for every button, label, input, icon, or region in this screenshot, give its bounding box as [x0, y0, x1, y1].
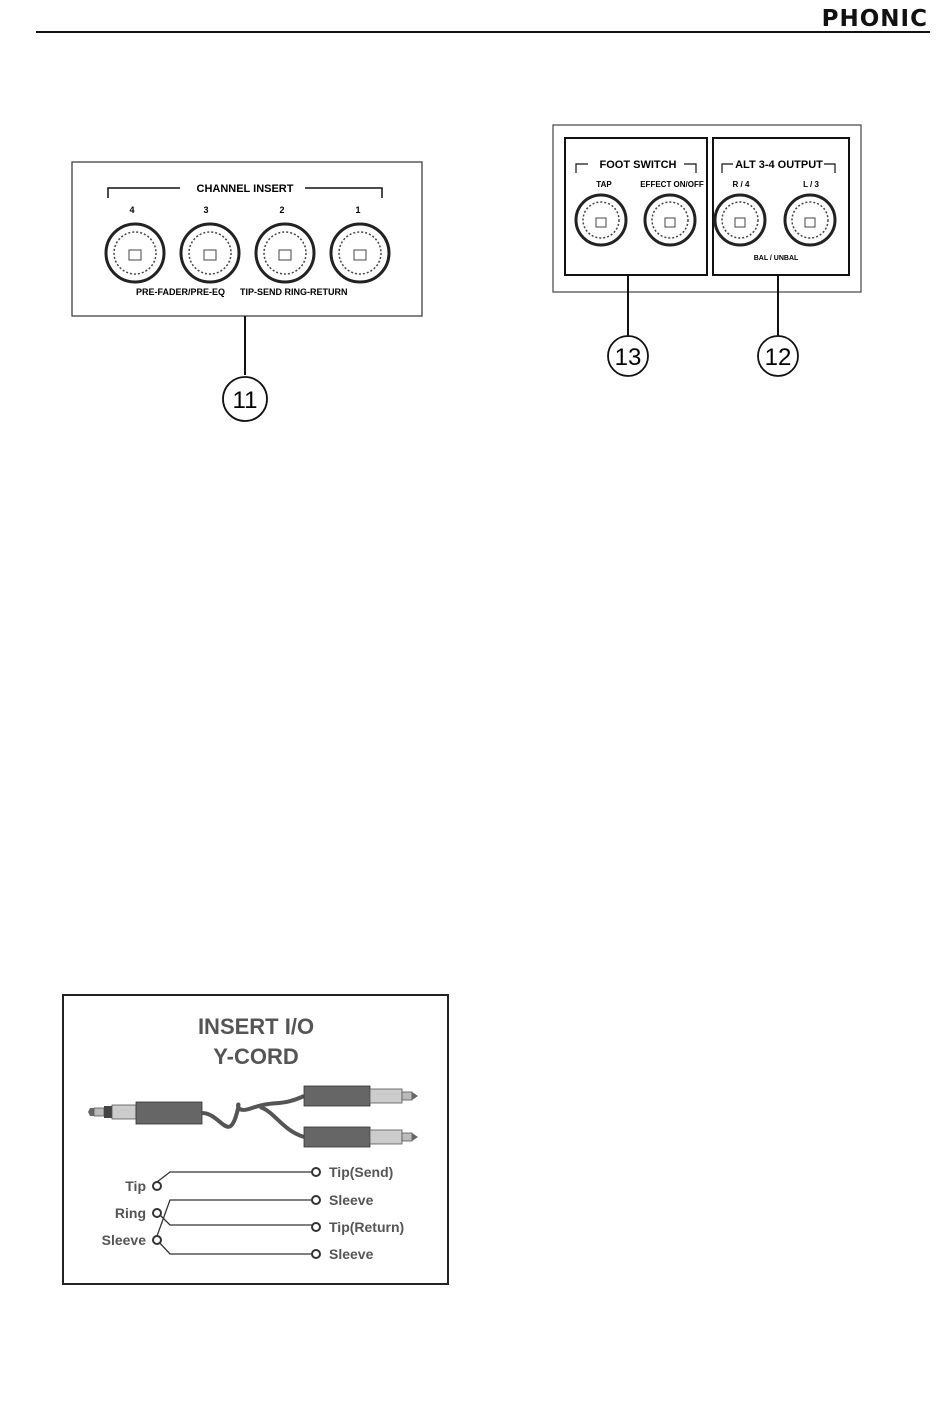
wire-label-sleeve-send: Sleeve	[329, 1192, 374, 1208]
y-cord-title-line2: Y-CORD	[213, 1044, 299, 1069]
wire-label-sleeve-return: Sleeve	[329, 1246, 374, 1262]
channel-insert-footer-right: TIP-SEND RING-RETURN	[240, 287, 348, 297]
terminal-tip	[153, 1182, 161, 1190]
insert-jack-1	[331, 224, 389, 282]
callout-13-label: 13	[615, 344, 642, 371]
terminal-tip-send	[312, 1168, 320, 1176]
jack-number-1: 1	[355, 205, 360, 215]
terminal-ring	[153, 1209, 161, 1217]
tap-jack	[576, 195, 626, 245]
wire-label-tip: Tip	[125, 1178, 146, 1194]
channel-insert-footer-left: PRE-FADER/PRE-EQ	[136, 287, 225, 297]
mono-plug-return	[304, 1127, 418, 1147]
callout-12-label: 12	[765, 344, 792, 371]
jack-number-3: 3	[203, 205, 208, 215]
alt-output-r4-jack	[715, 195, 765, 245]
jack-number-4: 4	[129, 205, 134, 215]
effect-on-off-jack	[645, 195, 695, 245]
rear-panel-diagram: FOOT SWITCH TAP EFFECT ON/OFF ALT 3-4 OU…	[548, 120, 868, 382]
insert-jack-4	[106, 224, 164, 282]
brand-logo: PHONIC	[822, 6, 928, 32]
alt-output-l3-jack	[785, 195, 835, 245]
y-cord-title-line1: INSERT I/O	[198, 1014, 314, 1039]
insert-jack-3	[181, 224, 239, 282]
wire-label-ring: Ring	[115, 1205, 146, 1221]
insert-jack-2	[256, 224, 314, 282]
channel-insert-diagram: CHANNEL INSERT 4 3 2 1 PRE-FADER/PRE-EQ …	[60, 150, 440, 430]
foot-switch-jack-label-effect: EFFECT ON/OFF	[640, 180, 704, 189]
wire-label-tip-return: Tip(Return)	[329, 1219, 404, 1235]
terminal-sleeve-return	[312, 1250, 320, 1258]
alt-output-title: ALT 3-4 OUTPUT	[735, 159, 823, 171]
foot-switch-jack-label-tap: TAP	[596, 180, 612, 189]
alt-output-jack-label-l3: L / 3	[803, 180, 819, 189]
alt-output-jack-label-r4: R / 4	[733, 180, 750, 189]
jack-number-2: 2	[279, 205, 284, 215]
mono-plug-send	[304, 1086, 418, 1106]
terminal-tip-return	[312, 1223, 320, 1231]
foot-switch-title: FOOT SWITCH	[600, 159, 677, 171]
callout-11-label: 11	[233, 387, 258, 414]
terminal-sleeve	[153, 1236, 161, 1244]
wire-label-sleeve: Sleeve	[102, 1232, 147, 1248]
channel-insert-title: CHANNEL INSERT	[197, 183, 294, 195]
y-cord-diagram: INSERT I/O Y-CORD Tip Ring Sleeve	[60, 992, 452, 1288]
alt-output-footer: BAL / UNBAL	[754, 255, 799, 262]
wire-label-tip-send: Tip(Send)	[329, 1164, 393, 1180]
terminal-sleeve-send	[312, 1196, 320, 1204]
header-rule	[36, 31, 930, 33]
